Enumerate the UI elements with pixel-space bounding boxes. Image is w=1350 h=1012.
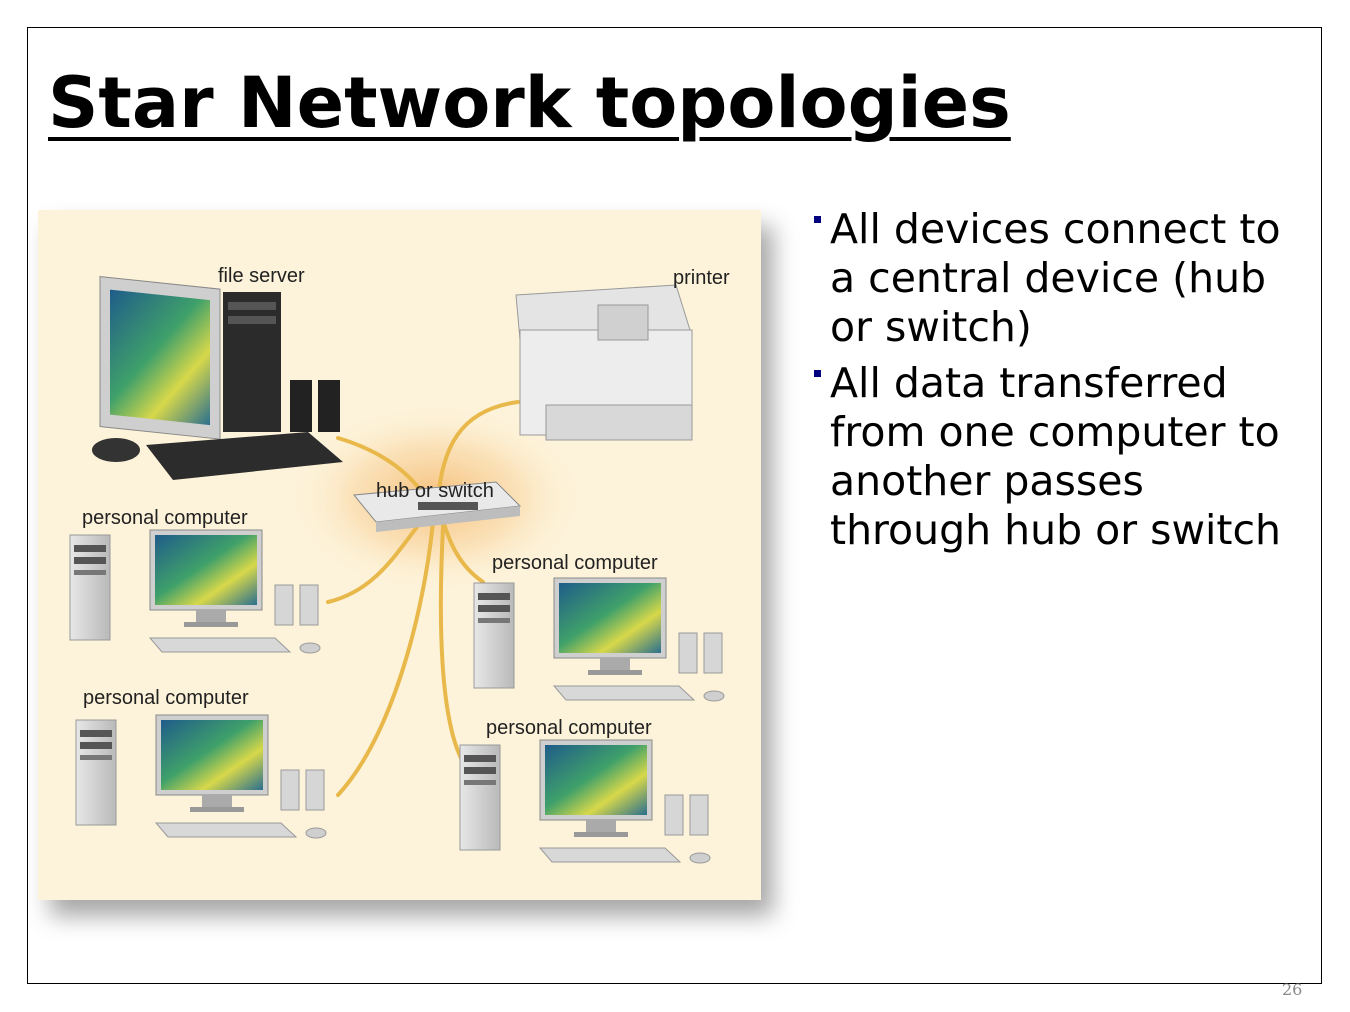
bullet-item: All data transferred from one computer t… bbox=[810, 359, 1290, 555]
label-pc-right-2: personal computer bbox=[486, 717, 652, 739]
bullet-text: All devices connect to a central device … bbox=[830, 205, 1281, 351]
bullet-text: All data transferred from one computer t… bbox=[830, 359, 1282, 554]
file-server-icon bbox=[92, 275, 343, 480]
bullet-marker bbox=[814, 370, 821, 377]
bullet-item: All devices connect to a central device … bbox=[810, 205, 1290, 352]
label-pc-left-1: personal computer bbox=[82, 507, 248, 529]
slide-title: Star Network topologies bbox=[48, 62, 1011, 144]
printer-icon bbox=[515, 284, 693, 441]
page-number: 26 bbox=[1282, 980, 1303, 999]
label-pc-right-1: personal computer bbox=[492, 552, 658, 574]
label-hub-switch: hub or switch bbox=[376, 480, 494, 502]
label-file-server: file server bbox=[218, 265, 305, 287]
slide-frame bbox=[27, 27, 1322, 984]
hub-switch-icon bbox=[353, 481, 522, 532]
label-pc-left-2: personal computer bbox=[83, 687, 249, 709]
label-printer: printer bbox=[673, 267, 730, 289]
bullet-list: All devices connect to a central device … bbox=[810, 205, 1290, 562]
star-topology-figure: file server printer hub or switch person… bbox=[38, 210, 761, 900]
bullet-marker bbox=[814, 216, 821, 223]
